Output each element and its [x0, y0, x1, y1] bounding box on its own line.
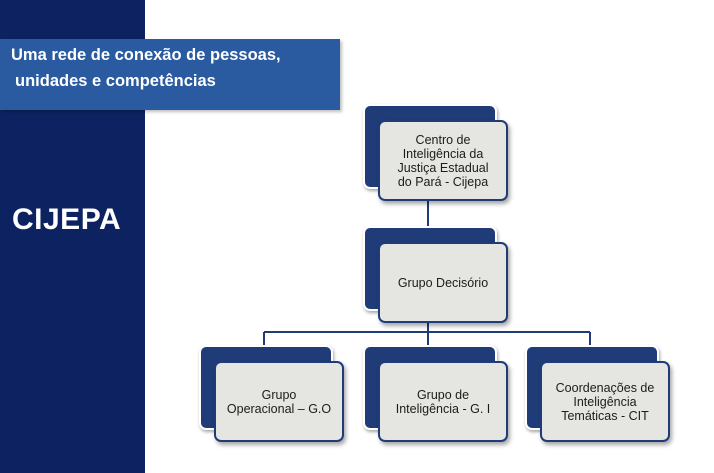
node-label: Grupo Operacional – G.O	[226, 387, 332, 416]
node-label: Grupo Decisório	[397, 275, 489, 290]
node-box: Grupo Decisório	[378, 242, 508, 323]
node-box: Coordenações de Inteligência Temáticas -…	[540, 361, 670, 442]
heading-banner	[0, 39, 340, 110]
node-box: Centro de Inteligência da Justiça Estadu…	[378, 120, 508, 201]
node-label: Grupo de Inteligência - G. I	[395, 387, 491, 416]
node-label: Centro de Inteligência da Justiça Estadu…	[397, 132, 489, 189]
heading-line-1: Uma rede de conexão de pessoas,	[11, 46, 281, 64]
node-box: Grupo Operacional – G.O	[214, 361, 344, 442]
brand-title: CIJEPA	[12, 203, 122, 236]
node-box: Grupo de Inteligência - G. I	[378, 361, 508, 442]
heading-line-2: unidades e competências	[15, 72, 216, 90]
node-label: Coordenações de Inteligência Temáticas -…	[555, 380, 655, 423]
